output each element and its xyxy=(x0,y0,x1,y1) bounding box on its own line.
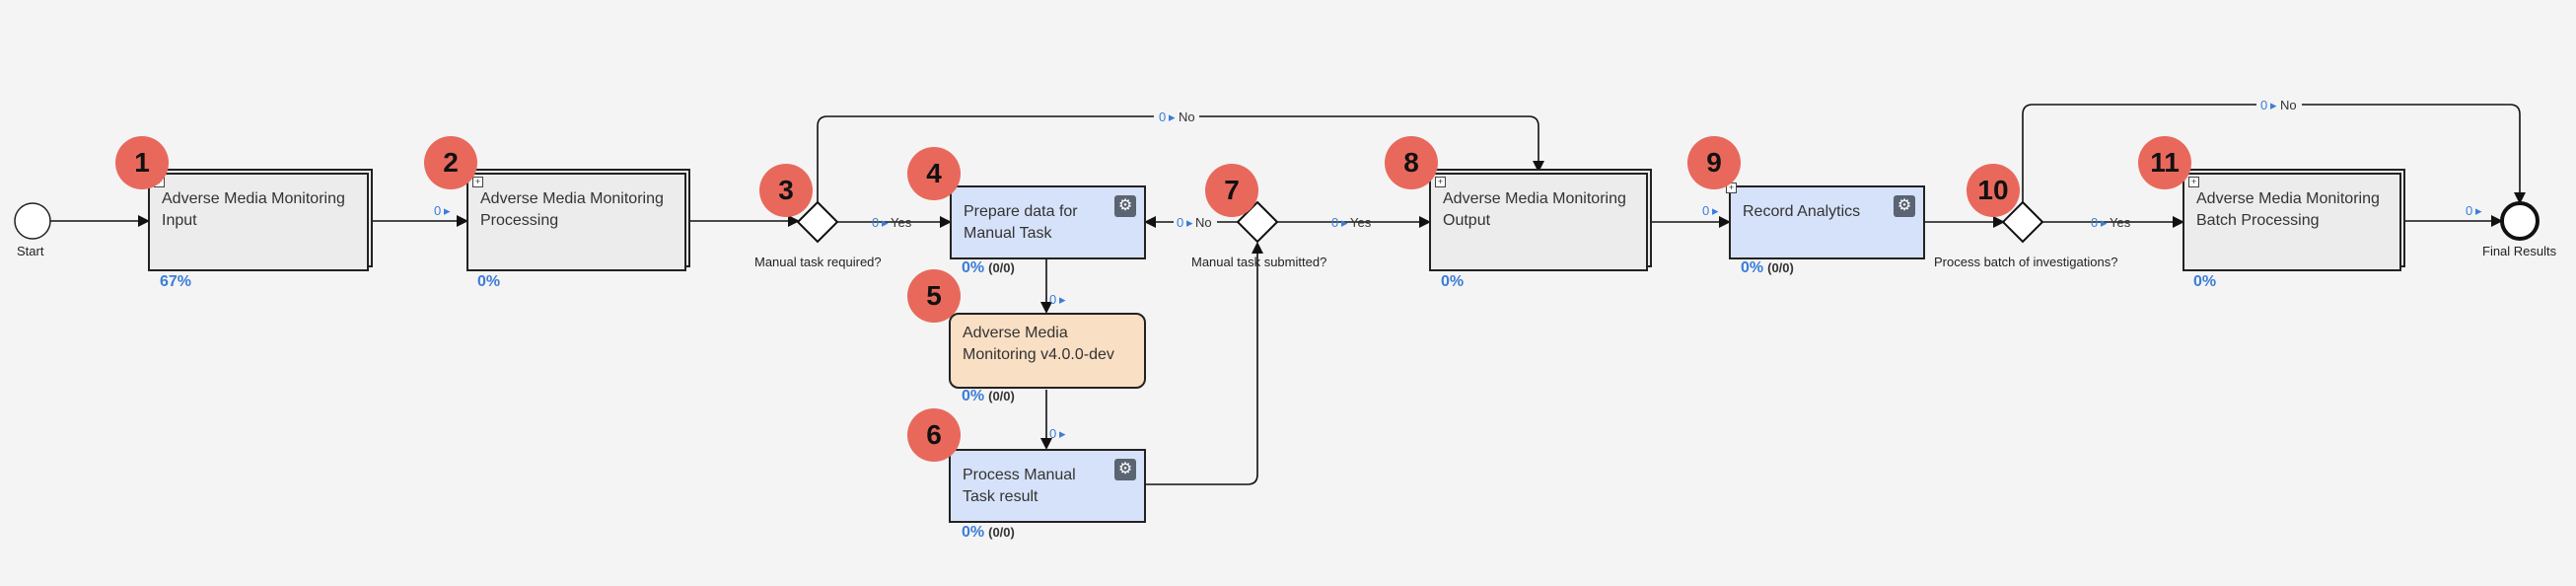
svg-text:0: 0 xyxy=(1049,426,1056,441)
task-record-analytics[interactable]: + Record Analytics ⚙ xyxy=(1726,183,1925,259)
task-label: Record Analytics xyxy=(1743,203,1861,220)
flow-label-3-no: 0 ▸ No xyxy=(1154,109,1199,124)
task-adverse-media-monitoring-output[interactable]: + Adverse Media Monitoring Output xyxy=(1429,173,1648,271)
end-event[interactable] xyxy=(2500,201,2540,241)
expand-icon[interactable]: + xyxy=(472,177,483,187)
task-progress-prepare-data: 0%(0/0) xyxy=(962,259,1015,276)
step-badge-3: 3 xyxy=(759,164,813,217)
task-label: Prepare data for Manual Task xyxy=(964,203,1078,242)
svg-text:▸: ▸ xyxy=(444,203,451,218)
svg-text:No: No xyxy=(2280,98,2297,112)
svg-text:0: 0 xyxy=(1159,110,1166,124)
svg-text:▸: ▸ xyxy=(882,215,889,230)
start-event-label: Start xyxy=(17,244,44,258)
step-badge-2: 2 xyxy=(424,136,477,189)
task-adverse-media-monitoring-processing[interactable]: + Adverse Media Monitoring Processing xyxy=(466,173,686,271)
flow-label-5-to-6: 0 ▸ xyxy=(1049,426,1066,441)
task-adverse-media-monitoring-input[interactable]: + Adverse Media Monitoring Input xyxy=(148,173,369,271)
step-badge-7: 7 xyxy=(1205,164,1258,217)
step-badge-10: 10 xyxy=(1967,164,2020,217)
task-label: Adverse Media Monitoring Output xyxy=(1443,190,1626,229)
task-progress-input: 67% xyxy=(160,273,192,290)
gateway-label-manual-task-required: Manual task required? xyxy=(754,255,882,269)
svg-text:0: 0 xyxy=(2260,98,2267,112)
step-badge-6: 6 xyxy=(907,408,961,462)
step-badge-4: 4 xyxy=(907,147,961,200)
gear-icon: ⚙ xyxy=(1114,195,1136,217)
svg-text:0: 0 xyxy=(434,203,441,218)
gateway-label-manual-task-submitted: Manual task submitted? xyxy=(1191,255,1327,269)
task-label: Adverse Media Monitoring Batch Processin… xyxy=(2196,190,2380,229)
task-label: Adverse Media Monitoring Input xyxy=(162,190,345,229)
svg-text:▸: ▸ xyxy=(1341,215,1348,230)
svg-text:0: 0 xyxy=(2091,215,2098,230)
step-badge-11: 11 xyxy=(2138,136,2191,189)
flow-label-2-to-3: 0 ▸ xyxy=(434,203,451,218)
flow-label-11-to-end: 0 ▸ xyxy=(2466,203,2482,218)
start-event[interactable] xyxy=(14,202,51,240)
task-label: Adverse Media Monitoring Processing xyxy=(480,190,664,229)
svg-text:No: No xyxy=(1179,110,1195,124)
task-process-manual-task-result[interactable]: Process Manual Task result ⚙ xyxy=(949,449,1146,523)
svg-text:▸: ▸ xyxy=(1186,215,1193,230)
flow-label-7-yes: 0 ▸ Yes xyxy=(1331,215,1372,230)
task-call-adverse-media-monitoring-v4[interactable]: Adverse Media Monitoring v4.0.0-dev xyxy=(949,313,1146,389)
end-event-label: Final Results xyxy=(2482,244,2557,258)
gateway-label-process-batch: Process batch of investigations? xyxy=(1934,255,2118,269)
svg-text:0: 0 xyxy=(1049,292,1056,307)
svg-text:▸: ▸ xyxy=(1059,292,1066,307)
expand-icon[interactable]: + xyxy=(1435,177,1446,187)
svg-text:0: 0 xyxy=(2466,203,2472,218)
task-label: Process Manual Task result xyxy=(963,467,1076,505)
gateway-manual-task-required[interactable] xyxy=(796,200,839,244)
step-badge-1: 1 xyxy=(115,136,169,189)
svg-text:▸: ▸ xyxy=(2101,215,2108,230)
svg-text:0: 0 xyxy=(872,215,879,230)
svg-text:Yes: Yes xyxy=(2110,215,2131,230)
task-adverse-media-monitoring-batch-processing[interactable]: + Adverse Media Monitoring Batch Process… xyxy=(2182,173,2401,271)
gateway-process-batch[interactable] xyxy=(2001,200,2044,244)
svg-text:No: No xyxy=(1195,215,1212,230)
task-progress-output: 0% xyxy=(1441,273,1465,290)
gear-icon: ⚙ xyxy=(1894,195,1915,217)
step-badge-5: 5 xyxy=(907,269,961,323)
flow-label-10-yes: 0 ▸ Yes xyxy=(2091,215,2131,230)
svg-text:0: 0 xyxy=(1702,203,1709,218)
task-prepare-data-for-manual-task[interactable]: Prepare data for Manual Task ⚙ xyxy=(950,185,1146,259)
task-label: Adverse Media Monitoring v4.0.0-dev xyxy=(963,325,1114,363)
step-badge-8: 8 xyxy=(1385,136,1438,189)
task-progress-record-analytics: 0%(0/0) xyxy=(1741,259,1794,276)
flow-label-3-yes: 0 ▸ Yes xyxy=(872,215,912,230)
svg-text:▸: ▸ xyxy=(2270,98,2277,112)
svg-text:Yes: Yes xyxy=(1350,215,1372,230)
expand-icon[interactable]: + xyxy=(2188,177,2199,187)
gear-icon: ⚙ xyxy=(1114,459,1136,480)
flow-label-8-to-9: 0 ▸ xyxy=(1702,203,1719,218)
svg-text:▸: ▸ xyxy=(2475,203,2482,218)
svg-text:0: 0 xyxy=(1177,215,1183,230)
flow-label-7-no: 0 ▸ No xyxy=(1174,214,1217,230)
task-progress-process-result: 0%(0/0) xyxy=(962,524,1015,541)
svg-text:Yes: Yes xyxy=(891,215,912,230)
task-progress-processing: 0% xyxy=(477,273,501,290)
svg-text:▸: ▸ xyxy=(1712,203,1719,218)
flow-label-10-no: 0 ▸ No xyxy=(2256,97,2302,112)
svg-text:0: 0 xyxy=(1331,215,1338,230)
task-progress-batch-processing: 0% xyxy=(2193,273,2217,290)
svg-text:▸: ▸ xyxy=(1059,426,1066,441)
svg-text:▸: ▸ xyxy=(1169,110,1176,124)
task-progress-call-activity: 0%(0/0) xyxy=(962,388,1015,404)
flow-6-to-7 xyxy=(1146,242,1263,485)
step-badge-9: 9 xyxy=(1687,136,1741,189)
flow-label-4-to-5: 0 ▸ xyxy=(1049,292,1066,307)
